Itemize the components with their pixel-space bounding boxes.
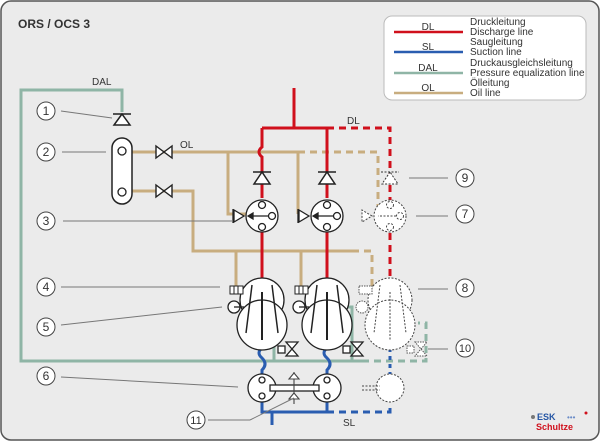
svg-text:4: 4	[43, 280, 50, 294]
callout-10: 10	[455, 338, 475, 358]
sight-glass-optional-icon	[355, 300, 369, 314]
oil-level-regulator-optional-icon	[358, 285, 373, 295]
discharge-line	[257, 88, 392, 290]
shutoff-valve-icon	[155, 144, 173, 199]
callout-4: 4	[36, 277, 56, 297]
leader-lines	[60, 110, 448, 421]
suction-check-valve-icon	[287, 372, 301, 404]
svg-text:1: 1	[43, 104, 50, 118]
svg-text:Oil line: Oil line	[470, 88, 501, 99]
dal-valve-optional-icon	[406, 341, 429, 357]
svg-text:Druckleitung: Druckleitung	[470, 17, 526, 28]
sight-glass-icon	[227, 300, 309, 314]
svg-text:OL: OL	[421, 83, 435, 94]
svg-text:10: 10	[459, 343, 471, 355]
legend-item-dal: DAL Druckausgleichsleitung Pressure equa…	[394, 58, 585, 79]
dl-line-label: DL	[347, 116, 360, 127]
svg-text:7: 7	[462, 207, 469, 221]
svg-text:8: 8	[462, 281, 469, 295]
compressor-icon	[236, 277, 353, 351]
svg-text:ESK: ESK	[537, 412, 556, 422]
svg-text:5: 5	[43, 320, 50, 334]
esk-schultze-logo: ESK ••• Schultze	[531, 411, 588, 432]
svg-text:Ölleitung: Ölleitung	[470, 77, 509, 89]
svg-text:Schultze: Schultze	[536, 422, 573, 432]
callout-7: 7	[455, 204, 475, 224]
check-valve-icon	[112, 112, 132, 126]
compressor-optional-icon	[364, 277, 416, 351]
diagram-title: ORS / OCS 3	[18, 17, 90, 31]
svg-text:Pressure equalization line: Pressure equalization line	[470, 68, 585, 79]
svg-text:Druckausgleichsleitung: Druckausgleichsleitung	[470, 58, 573, 69]
svg-text:SL: SL	[422, 42, 435, 53]
callout-9: 9	[455, 168, 475, 188]
svg-text:Saugleitung: Saugleitung	[470, 37, 523, 48]
sl-line-label: SL	[343, 418, 356, 429]
callout-11: 11	[186, 410, 206, 430]
discharge-check-valve-optional-icon	[381, 171, 399, 185]
dal-line-label: DAL	[92, 77, 112, 88]
svg-text:11: 11	[190, 415, 201, 427]
svg-text:6: 6	[43, 369, 50, 383]
oil-separator-icon	[232, 199, 344, 233]
logo-mark-icon	[531, 415, 535, 419]
callout-2: 2	[36, 142, 56, 162]
svg-text:9: 9	[462, 171, 469, 185]
legend-item-ol: OL Ölleitung Oil line	[394, 77, 509, 99]
svg-text:Suction line: Suction line	[470, 47, 522, 58]
oil-level-regulator-icon	[229, 285, 309, 295]
oil-separator-optional-icon	[361, 199, 407, 233]
callout-8: 8	[455, 278, 475, 298]
svg-text:DAL: DAL	[418, 63, 438, 74]
callout-3: 3	[36, 211, 56, 231]
ol-line-label: OL	[180, 140, 194, 151]
svg-text:2: 2	[43, 145, 50, 159]
callout-1: 1	[36, 101, 56, 121]
svg-text:DL: DL	[422, 22, 435, 33]
logo-dots-icon: •••	[567, 413, 576, 422]
suction-accumulator-icon	[247, 373, 342, 403]
legend-item-sl: SL Saugleitung Suction line	[394, 37, 523, 58]
callout-6: 6	[36, 366, 56, 386]
oil-reservoir-icon	[111, 137, 133, 205]
svg-text:Discharge line: Discharge line	[470, 27, 534, 38]
legend-item-dl: DL Druckleitung Discharge line	[394, 17, 534, 38]
legend: DL Druckleitung Discharge line SL Saugle…	[383, 15, 587, 101]
suction-accumulator-optional-icon	[362, 373, 405, 403]
dal-valve-icon	[277, 341, 365, 357]
discharge-check-valve-icon	[252, 170, 337, 185]
callout-5: 5	[36, 317, 56, 337]
svg-text:3: 3	[43, 214, 50, 228]
